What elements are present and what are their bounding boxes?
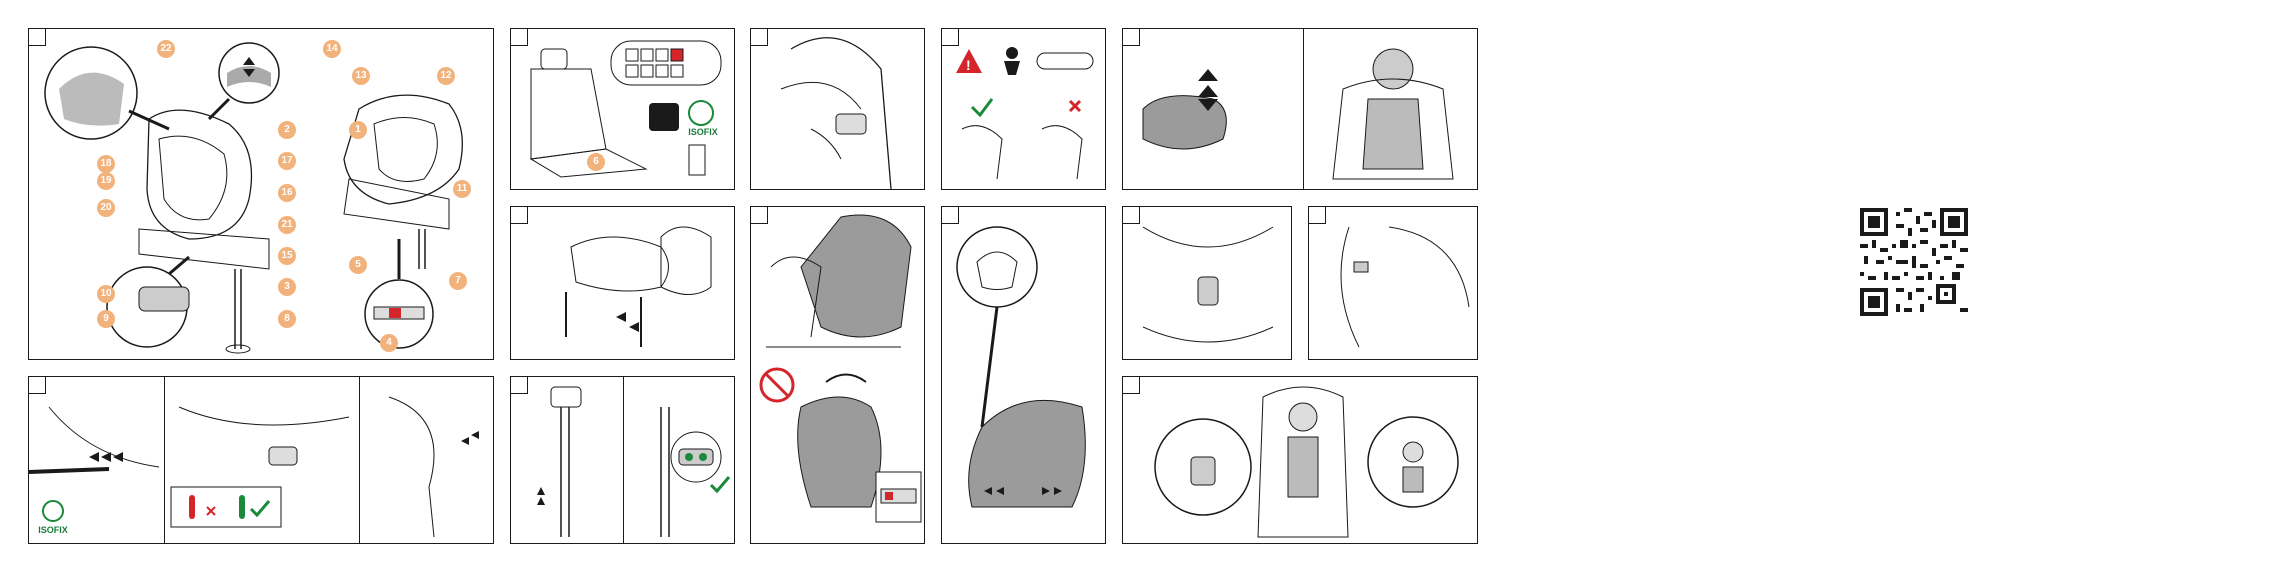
callout-2: 2: [278, 121, 296, 139]
harness-check-illustration: [1123, 377, 1478, 544]
callout-15: 15: [278, 247, 296, 265]
callout-3: 3: [278, 278, 296, 296]
panel-isofix-connect: ISOFIX: [28, 376, 494, 544]
panel-base-mount: [510, 206, 735, 360]
leg-adjust-illustration: [511, 377, 735, 544]
callout-8: 8: [278, 310, 296, 328]
panel-support-leg: [750, 28, 925, 190]
callout-6: 6: [587, 153, 605, 171]
callout-19: 19: [97, 172, 115, 190]
callout-9: 9: [97, 310, 115, 328]
callout-7: 7: [449, 272, 467, 290]
rotate-icon: [826, 375, 866, 383]
qr-code-icon: [1860, 208, 1968, 316]
base-mount-illustration: [511, 207, 735, 360]
qr-code: [1860, 208, 1968, 316]
warnings-illustration: !: [942, 29, 1106, 190]
callout-10: 10: [97, 285, 115, 303]
vehicle-seat-illustration: [511, 29, 735, 190]
panel-warnings: !: [941, 28, 1106, 190]
headrest-illustration: [1123, 29, 1478, 190]
panel-rotation: [750, 206, 925, 544]
callout-4: 4: [380, 334, 398, 352]
svg-text:!: !: [966, 57, 971, 73]
rotation-illustration: [751, 207, 925, 544]
panel-buckle: [1122, 206, 1292, 360]
callout-17: 17: [278, 152, 296, 170]
panel-side-adjust: [1308, 206, 1478, 360]
callout-5: 5: [349, 256, 367, 274]
side-adjust-illustration: [1309, 207, 1478, 360]
callout-14: 14: [323, 40, 341, 58]
isofix-label: ISOFIX: [683, 127, 723, 137]
panel-vehicle-seat: 6 ISOFIX: [510, 28, 735, 190]
callout-16: 16: [278, 184, 296, 202]
panel-harness: [941, 206, 1106, 544]
callout-18: 18: [97, 155, 115, 173]
callout-12: 12: [437, 67, 455, 85]
callout-22: 22: [157, 40, 175, 58]
isofix-connect-illustration: [29, 377, 494, 544]
panel-headrest: [1122, 28, 1478, 190]
panel-harness-check: [1122, 376, 1478, 544]
callout-20: 20: [97, 199, 115, 217]
overview-illustration: [29, 29, 494, 360]
callout-13: 13: [352, 67, 370, 85]
isofix-label: ISOFIX: [33, 525, 73, 535]
callout-11: 11: [453, 180, 471, 198]
support-leg-illustration: [751, 29, 925, 190]
harness-illustration: [942, 207, 1106, 544]
callout-1: 1: [349, 121, 367, 139]
panel-overview: 22 14 13 12 1 2 17 18 19 16 20 21 15 3 1…: [28, 28, 494, 360]
panel-leg-adjust: [510, 376, 735, 544]
buckle-illustration: [1123, 207, 1292, 360]
car-icon: [1037, 53, 1093, 69]
child-icon: [1006, 47, 1018, 59]
callout-21: 21: [278, 216, 296, 234]
